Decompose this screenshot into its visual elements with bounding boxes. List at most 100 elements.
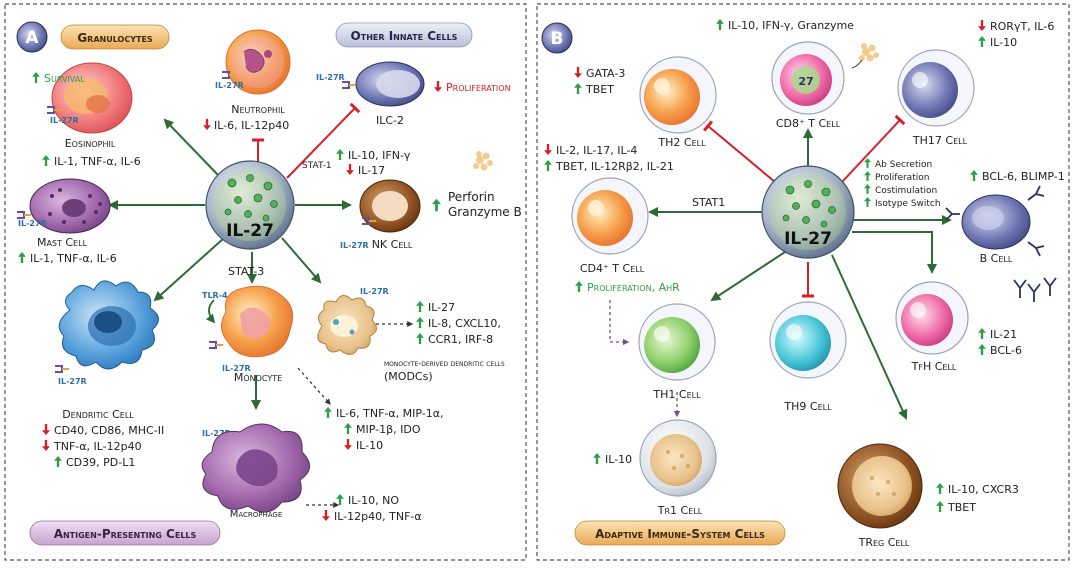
mast-receptor-icon <box>17 211 31 219</box>
other-innate-header: Other Innate Cells <box>335 22 473 48</box>
perforin-up-icon <box>432 198 441 212</box>
nk-perforin: Perforin <box>448 190 495 204</box>
tr1-name: Tr1 Cell <box>657 504 703 517</box>
dendritic-name: Dendritic Cell <box>62 408 134 421</box>
macrophage-cell <box>201 423 310 513</box>
panel-a-arrows <box>108 118 352 410</box>
treg-effect1: IL-10, CXCR3 <box>948 483 1019 496</box>
il27-center-b: IL-27 <box>761 165 855 259</box>
macrophage-down-icon <box>322 510 330 521</box>
monocyte-up1-icon <box>324 407 332 418</box>
bcell-up2-icon <box>864 171 871 181</box>
il27-center-a: IL-27 <box>205 160 295 250</box>
cd4-prolif: Proliferation, AhR <box>587 281 680 294</box>
tfh-up1-icon <box>978 328 986 339</box>
monocyte-up2-icon <box>344 423 352 434</box>
modc-effect3: CCR1, IRF-8 <box>428 333 493 346</box>
apc-header: Antigen-Presenting Cells <box>29 520 221 546</box>
bcell-up1-icon <box>864 158 871 168</box>
mast-up-icon <box>18 252 26 263</box>
th2-down-icon <box>574 67 582 78</box>
ilc2-receptor-label: IL-27R <box>316 73 345 82</box>
macrophage-down-effects: IL-12p40, TNF-α <box>334 510 422 523</box>
ilc2-name: ILC-2 <box>376 114 404 127</box>
bcell-effect1: Ab Secretion <box>875 160 932 170</box>
th17-up-icon <box>978 36 986 47</box>
tlr4-label: TLR-4 <box>202 291 228 300</box>
modc-receptor-label: IL-27R <box>360 287 389 296</box>
panel-a-letter: A <box>25 28 39 48</box>
modc-effect1: IL-27 <box>428 301 455 314</box>
cd4-up: TBET, IL-12Rβ2, IL-21 <box>555 160 674 173</box>
th17-down: RORγT, IL-6 <box>990 20 1054 33</box>
th9-name: TH9 Cell <box>783 400 832 413</box>
ilc2-proliferation: Proliferation <box>446 81 511 94</box>
adaptive-title: Adaptive Immune-System Cells <box>595 527 765 541</box>
cd8-cell: 27 <box>771 41 845 115</box>
inhibit-th2 <box>703 120 776 183</box>
cd4-prolif-icon <box>575 281 583 292</box>
modc-up3-icon <box>416 333 424 344</box>
granulocytes-title: Granulocytes <box>77 31 153 45</box>
dendritic-line2: TNF-α, IL-12p40 <box>53 440 142 453</box>
tfh-cell <box>895 281 969 355</box>
bcell-functions: Ab Secretion Proliferation Costimulation… <box>864 158 941 209</box>
dendritic-receptor-label: IL-27R <box>58 377 87 386</box>
th2-cell <box>639 56 717 134</box>
stat1-label-b: STAT1 <box>692 196 725 209</box>
nk-effects: IL-10, IFN-γ IL-17 <box>336 149 411 177</box>
inhibit-th17 <box>841 114 906 183</box>
ilc2-cell <box>355 61 425 107</box>
cd4-name: CD4⁺ T Cell <box>580 262 645 275</box>
tfh-effect1: IL-21 <box>990 328 1017 341</box>
bcell-up: BCL-6, BLIMP-1 <box>982 170 1065 183</box>
arrow-to-eosinophil <box>163 118 219 176</box>
granzyme-cluster-icon <box>859 43 879 62</box>
tfh-up2-icon <box>978 344 986 355</box>
survival-up-icon <box>32 72 40 83</box>
dendritic-down2-icon <box>42 440 50 451</box>
modc-cell <box>317 295 377 355</box>
nk-granzyme: Granzyme B <box>448 205 522 219</box>
stat3-label: STAT-3 <box>228 265 264 278</box>
th1-name: TH1 Cell <box>652 388 701 401</box>
th2-up: TBET <box>585 83 614 96</box>
panel-b: B Adaptive Immune-System Cells <box>536 3 1070 561</box>
nk-cell <box>359 179 421 233</box>
arrow-to-modc <box>281 237 322 284</box>
treg-name: TReg Cell <box>858 536 910 549</box>
tlr4-loop-icon <box>205 299 216 324</box>
cd8-up-icon <box>716 19 724 30</box>
mast-effects: IL-1, TNF-α, IL-6 <box>30 252 117 265</box>
th17-up: IL-10 <box>990 36 1017 49</box>
bcell-up-icon <box>970 170 978 181</box>
nk-receptor-label: IL-27R <box>340 241 369 250</box>
arrow-to-tfh <box>852 231 937 274</box>
modc-up2-icon <box>416 317 424 328</box>
tr1-up-icon <box>593 453 601 464</box>
arrow-to-treg <box>831 254 908 420</box>
eosinophil-name: Eosinophil <box>65 137 116 150</box>
neutrophil-receptor-label: IL-27R <box>215 81 244 90</box>
macrophage-receptor-label: IL-27R <box>202 429 231 438</box>
mast-cell <box>29 178 111 234</box>
eosinophil-effects: IL-1, TNF-α, IL-6 <box>54 155 141 168</box>
dendritic-receptor-icon <box>55 365 69 373</box>
eosinophil-receptor-label: IL-27R <box>50 116 79 125</box>
antibody-receptor-icons <box>945 185 1045 257</box>
apc-title: Antigen-Presenting Cells <box>54 527 197 541</box>
monocyte-effect3: IL-10 <box>356 439 383 452</box>
tfh-effect2: BCL-6 <box>990 344 1022 357</box>
treg-up1-icon <box>936 483 944 494</box>
modc-line2: (MODCs) <box>384 370 433 383</box>
eosinophil-receptor-icon <box>47 106 62 114</box>
th17-down-icon <box>978 20 986 31</box>
tr1-cell <box>639 419 717 497</box>
free-antibody-icons <box>1013 277 1057 302</box>
nk-receptor-icon <box>362 217 376 225</box>
eosinophil-up-icon <box>42 155 50 166</box>
dendritic-up-icon <box>54 456 62 467</box>
monocyte-cell <box>221 285 294 358</box>
arrow-to-th1 <box>710 251 786 302</box>
